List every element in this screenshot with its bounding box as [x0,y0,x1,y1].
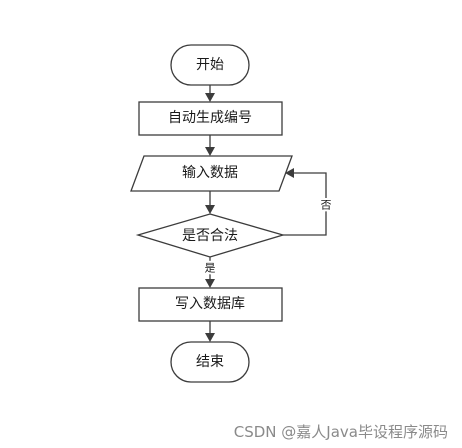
connector-write-end [205,321,215,342]
input-data-node: 输入数据 [130,155,293,192]
end-label: 结束 [196,354,224,370]
connector-no-loop: 否 [283,168,334,236]
branch-no-label: 否 [321,199,332,212]
branch-yes-label: 是 [205,262,216,275]
start-label: 开始 [196,57,224,73]
write-database-node: 写入数据库 [138,287,283,322]
end-node: 结束 [170,341,250,383]
generate-number-label: 自动生成编号 [168,110,252,126]
watermark-text: CSDN @嘉人Java毕设程序源码 [233,423,448,441]
connector-start-generate [205,85,215,102]
start-node: 开始 [170,44,250,86]
generate-number-node: 自动生成编号 [138,101,283,136]
connector-generate-input [205,135,215,156]
decision-label: 是否合法 [182,228,238,244]
input-data-label: 输入数据 [182,165,238,181]
decision-node: 是否合法 [135,213,286,258]
connector-input-decision [205,191,215,214]
write-database-label: 写入数据库 [175,296,245,312]
connector-yes-write: 是 [203,257,218,288]
